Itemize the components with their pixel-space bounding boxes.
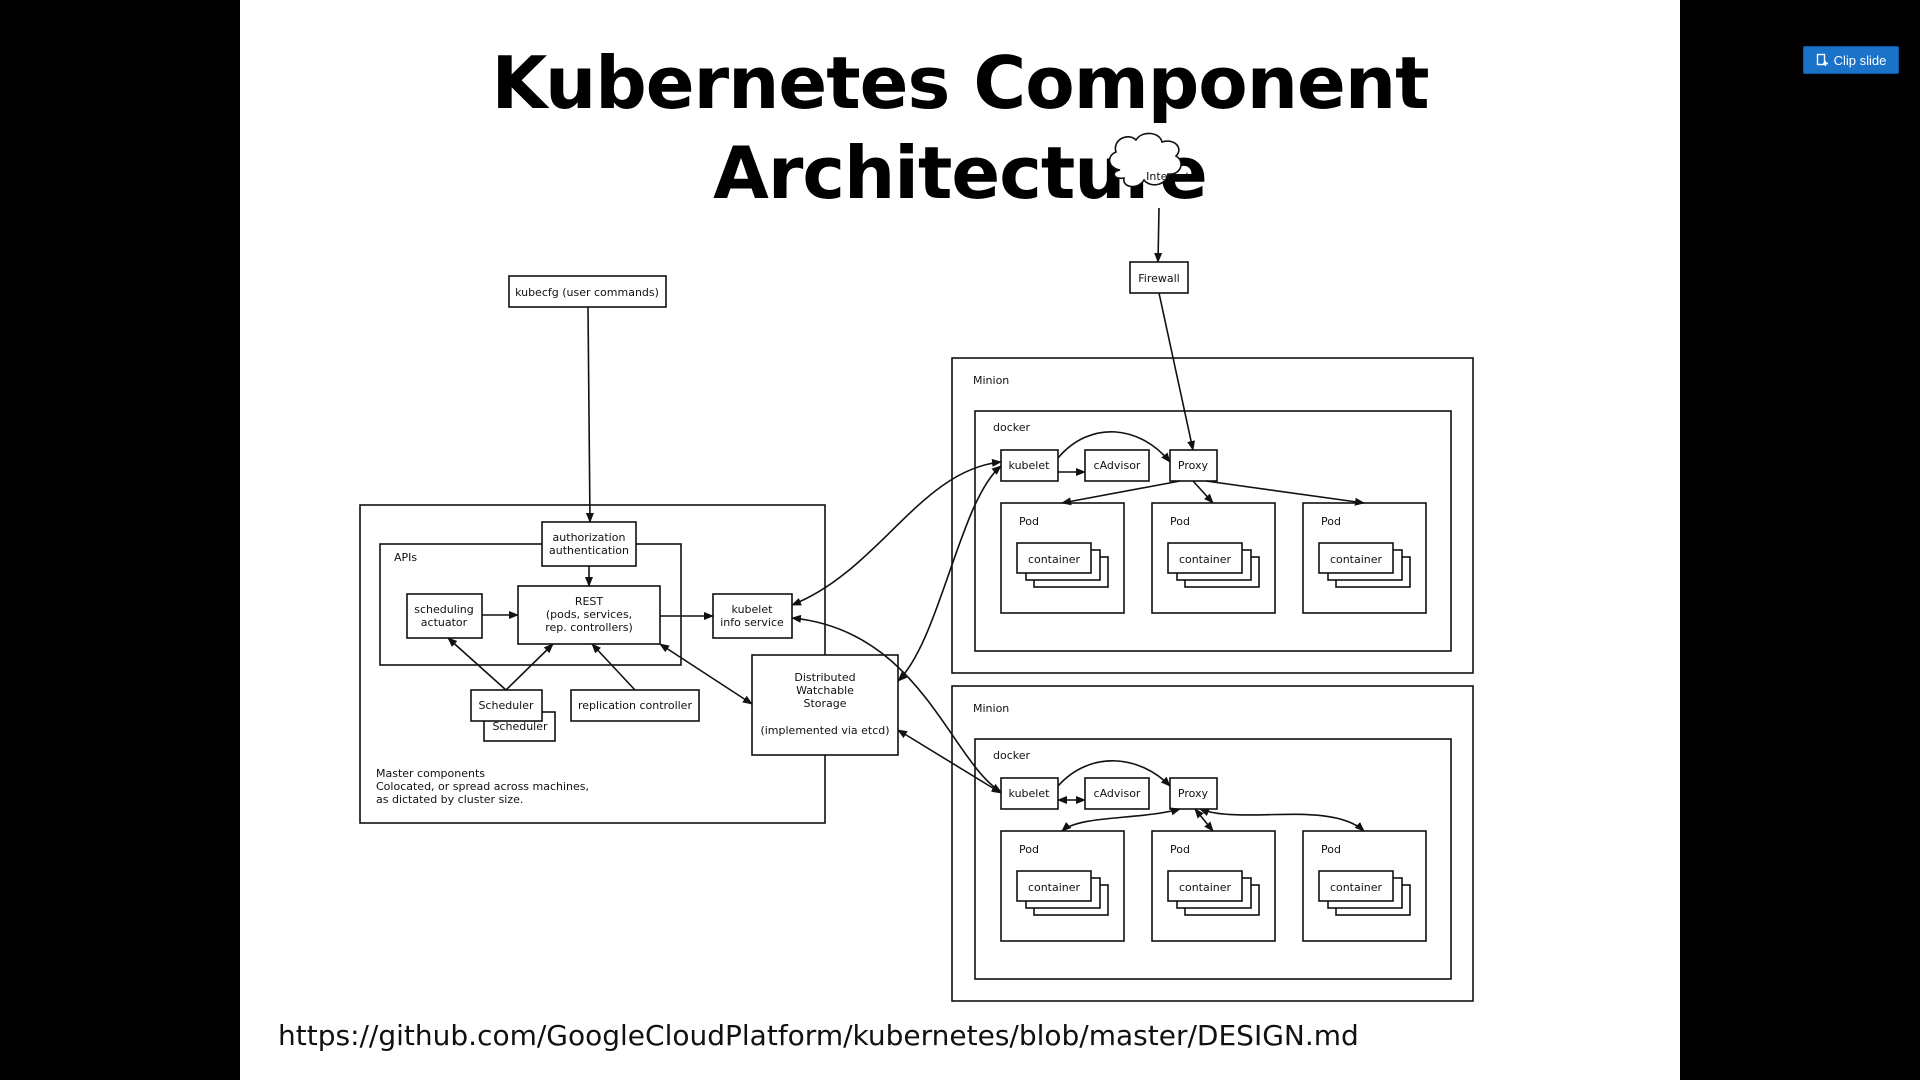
- edge-internet-firewall: [1154, 207, 1163, 263]
- kubelet-info-label-line1: kubelet: [732, 603, 774, 616]
- replication-controller-label: replication controller: [578, 699, 692, 712]
- minion-1-proxy-label: Proxy: [1178, 459, 1209, 472]
- apis-label: APIs: [394, 551, 417, 564]
- architecture-diagram: Internet Firewall kubecfg (user commands…: [359, 132, 1474, 1002]
- auth-label-line2: authentication: [549, 544, 629, 557]
- edge-m1-proxy-pod3: [1205, 480, 1365, 506]
- source-url: https://github.com/GoogleCloudPlatform/k…: [278, 1019, 1359, 1052]
- master-label-line3: as dictated by cluster size.: [376, 793, 523, 806]
- rest-node: REST (pods, services, rep. controllers): [517, 585, 661, 645]
- edge-m1-kubelet-proxy: [1057, 430, 1171, 463]
- minion-2-cadvisor-label: cAdvisor: [1094, 787, 1141, 800]
- minion-2-kubelet-label: kubelet: [1009, 787, 1051, 800]
- edge-storage-kubelet-2: [897, 729, 1002, 794]
- minion-1: Minion docker kubelet cAdvisor Proxy Pod…: [951, 357, 1474, 674]
- minion-1-pod-3-container: container: [1330, 553, 1383, 566]
- edge-kubecfg-auth: [585, 306, 594, 523]
- minion-2-pod-3-container: container: [1330, 881, 1383, 894]
- scheduler-node: Scheduler Scheduler: [470, 689, 556, 742]
- diagram-edges: [447, 207, 1365, 832]
- kubecfg-label: kubecfg (user commands): [515, 286, 659, 299]
- rest-label-line2: (pods, services,: [546, 608, 632, 621]
- minion-1-kubelet-label: kubelet: [1009, 459, 1051, 472]
- minion-1-cadvisor-label: cAdvisor: [1094, 459, 1141, 472]
- minion-2-proxy-label: Proxy: [1178, 787, 1209, 800]
- edge-m2-proxy-pod3: [1199, 808, 1365, 832]
- scheduler-back-label: Scheduler: [492, 720, 548, 733]
- slide: Kubernetes Component Architecture Intern…: [240, 0, 1680, 1080]
- kubelet-info-label-line2: info service: [720, 616, 784, 629]
- minion-1-pod-2-label: Pod: [1170, 515, 1190, 528]
- internet-cloud: Internet: [1108, 132, 1191, 188]
- storage-label-line3: Storage: [803, 697, 846, 710]
- minion-2-pod-2-label: Pod: [1170, 843, 1190, 856]
- edge-m1-proxy-pod1: [1061, 480, 1181, 506]
- edge-firewall-proxy-1: [1158, 292, 1196, 451]
- minion-2-pod-3-label: Pod: [1321, 843, 1341, 856]
- minion-2-label: Minion: [973, 702, 1009, 715]
- master-components-frame: Master components Colocated, or spread a…: [359, 504, 826, 824]
- minion-1-label: Minion: [973, 374, 1009, 387]
- edge-scheduler-rest: [505, 643, 554, 691]
- firewall-node: Firewall: [1129, 261, 1189, 294]
- clip-icon: [1816, 53, 1828, 66]
- minion-2-pod-2-container: container: [1179, 881, 1232, 894]
- edge-scheduler-scheduling: [447, 637, 507, 691]
- edge-m2-proxy-pod1: [1061, 807, 1181, 832]
- storage-label-line4: (implemented via etcd): [760, 724, 889, 737]
- rest-label-line1: REST: [575, 595, 604, 608]
- clip-slide-label: Clip slide: [1833, 52, 1887, 68]
- edge-replication-rest: [591, 643, 636, 691]
- auth-label-line1: authorization: [553, 531, 626, 544]
- minion-2-pod-1-container: container: [1028, 881, 1081, 894]
- master-label-line1: Master components: [376, 767, 485, 780]
- minion-1-docker-label: docker: [993, 421, 1031, 434]
- firewall-label: Firewall: [1138, 272, 1179, 285]
- minion-1-pod-1-container: container: [1028, 553, 1081, 566]
- rest-label-line3: rep. controllers): [545, 621, 633, 634]
- kubelet-info-service-node: kubelet info service: [712, 593, 793, 639]
- scheduling-label-line1: scheduling: [414, 603, 474, 616]
- edge-kubelet-info-kubelet-1: [791, 458, 1002, 606]
- edge-m2-kubelet-proxy: [1057, 760, 1171, 787]
- auth-node: authorization authentication: [541, 521, 637, 567]
- master-label-line2: Colocated, or spread across machines,: [376, 780, 589, 793]
- minion-2-docker-label: docker: [993, 749, 1031, 762]
- minion-1-pod-2-container: container: [1179, 553, 1232, 566]
- scheduler-label: Scheduler: [478, 699, 534, 712]
- scheduling-label-line2: actuator: [421, 616, 468, 629]
- internet-label: Internet: [1146, 170, 1190, 183]
- minion-2: Minion docker kubelet cAdvisor Proxy Pod…: [951, 685, 1474, 1002]
- minion-1-pod-1-label: Pod: [1019, 515, 1039, 528]
- etcd-storage-node: Distributed Watchable Storage (implement…: [751, 654, 899, 756]
- scheduling-actuator-node: scheduling actuator: [406, 593, 483, 639]
- clip-slide-button[interactable]: Clip slide: [1803, 46, 1899, 74]
- minion-1-pod-3-label: Pod: [1321, 515, 1341, 528]
- replication-controller-node: replication controller: [570, 689, 700, 722]
- kubecfg-node: kubecfg (user commands): [508, 275, 667, 308]
- storage-label-line1: Distributed: [794, 671, 855, 684]
- storage-label-line2: Watchable: [796, 684, 854, 697]
- edge-m1-proxy-pod2: [1192, 480, 1214, 504]
- minion-2-pod-1-label: Pod: [1019, 843, 1039, 856]
- edge-storage-kubelet-1: [897, 465, 1002, 682]
- edge-rest-storage: [659, 643, 753, 705]
